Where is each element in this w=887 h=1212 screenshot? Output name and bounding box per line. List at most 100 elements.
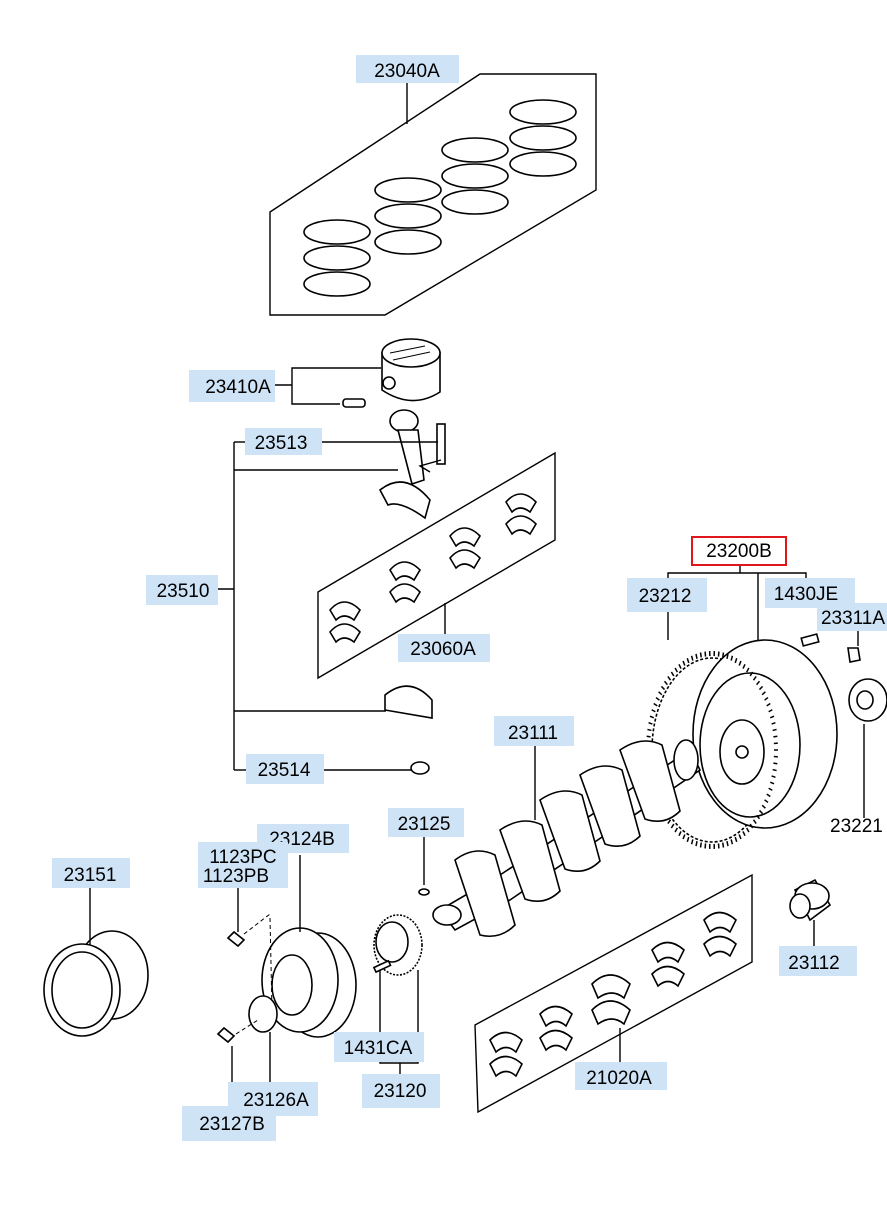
gear-tooth <box>667 819 672 825</box>
label-rod-bolt[interactable]: 23513 <box>245 428 322 455</box>
gear-tooth <box>752 675 757 681</box>
svg-text:1123PB: 1123PB <box>203 866 269 887</box>
gear-tooth <box>678 663 682 669</box>
bush <box>789 878 832 948</box>
gear-tooth <box>772 768 777 772</box>
label-flywheel-bolt[interactable]: 23311A <box>817 603 887 631</box>
svg-text:23200B: 23200B <box>706 541 772 562</box>
main-bearing-set <box>474 873 753 1114</box>
svg-text:23513: 23513 <box>255 433 308 454</box>
gear-tooth <box>771 775 776 778</box>
gear-tooth <box>686 657 690 664</box>
gear-tooth <box>764 799 769 804</box>
gear-tooth <box>667 675 672 681</box>
svg-text:23112: 23112 <box>788 953 839 974</box>
gear-tooth <box>695 841 698 847</box>
label-rod-nut[interactable]: 23514 <box>246 754 324 784</box>
svg-text:23120: 23120 <box>374 1081 427 1102</box>
svg-text:23111: 23111 <box>508 723 558 744</box>
crank-pulley <box>216 855 357 1112</box>
svg-text:23311A: 23311A <box>821 608 885 629</box>
gear-tooth <box>764 696 769 701</box>
gear-tooth <box>670 671 675 677</box>
svg-text:23514: 23514 <box>258 760 311 781</box>
label-sprocket-pin[interactable]: 1431CA <box>334 1032 424 1062</box>
label-oil-seal[interactable]: 23151 <box>52 858 130 888</box>
gear-tooth <box>699 842 702 848</box>
gear-tooth <box>746 667 750 673</box>
gear-tooth <box>734 836 738 843</box>
label-crankshaft[interactable]: 23111 <box>494 716 574 746</box>
gear-tooth <box>752 819 757 825</box>
svg-text:23060A: 23060A <box>410 639 476 660</box>
label-piston[interactable]: 23410A <box>189 370 275 402</box>
gear-tooth <box>690 839 694 845</box>
gear-tooth <box>722 842 725 848</box>
gear-tooth <box>660 685 666 691</box>
label-pulley-center-bolt[interactable]: 23127B <box>182 1106 276 1141</box>
gear-tooth <box>738 660 742 666</box>
piston-ring-set <box>269 73 597 316</box>
gear-tooth <box>649 715 655 719</box>
svg-text:23410A: 23410A <box>205 377 271 398</box>
label-key[interactable]: 23125 <box>388 808 464 837</box>
gear-tooth <box>674 827 678 833</box>
svg-text:23151: 23151 <box>64 865 117 886</box>
label-flywheel-assy[interactable]: 23200B <box>691 536 787 566</box>
highlight-box <box>691 536 787 566</box>
label-main-bearing-set[interactable]: 21020A <box>575 1062 667 1090</box>
gear-tooth <box>653 702 658 707</box>
label-ring-gear[interactable]: 23212 <box>627 578 707 612</box>
connecting-rod <box>216 409 446 775</box>
crankshaft <box>432 739 702 938</box>
label-pulley-bolts[interactable]: 1123PC 1123PB <box>198 842 288 888</box>
label-rings-set[interactable]: 23040A <box>356 55 459 83</box>
gear-tooth <box>726 653 729 659</box>
svg-text:23125: 23125 <box>398 814 451 835</box>
gear-tooth <box>756 680 761 686</box>
gear-tooth <box>771 722 776 725</box>
gear-tooth <box>749 823 754 829</box>
svg-text:23126A: 23126A <box>243 1090 309 1111</box>
svg-text:1431CA: 1431CA <box>344 1038 413 1059</box>
gear-tooth <box>768 787 773 791</box>
gear-tooth <box>682 834 686 840</box>
gear-tooth <box>682 660 686 666</box>
gear-tooth <box>742 831 746 837</box>
gear-tooth <box>670 823 675 829</box>
gear-tooth <box>651 709 656 713</box>
gear-tooth <box>746 827 750 833</box>
label-conrod-assy[interactable]: 23510 <box>146 575 218 605</box>
svg-text:23221: 23221 <box>830 816 883 837</box>
gear-tooth <box>742 663 746 669</box>
gear-tooth <box>722 652 725 658</box>
crank-sprocket <box>372 914 423 1082</box>
svg-text:1430JE: 1430JE <box>774 584 838 605</box>
gear-tooth <box>738 834 742 840</box>
gear-tooth <box>773 762 778 765</box>
rod-bearing-set <box>317 451 556 680</box>
gear-tooth <box>646 735 651 738</box>
label-sprocket[interactable]: 23120 <box>362 1074 440 1108</box>
gear-tooth <box>768 709 773 713</box>
svg-text:23212: 23212 <box>639 586 692 607</box>
piston <box>275 338 441 408</box>
oil-seal <box>43 888 149 1037</box>
gear-tooth <box>761 804 766 809</box>
svg-text:23040A: 23040A <box>374 61 440 82</box>
gear-tooth <box>647 728 652 732</box>
gear-tooth <box>699 652 702 658</box>
svg-text:23510: 23510 <box>157 581 210 602</box>
gear-tooth <box>674 667 678 673</box>
label-rod-bearing-set[interactable]: 23060A <box>398 634 490 662</box>
gear-tooth <box>726 841 729 847</box>
gear-tooth <box>769 781 775 785</box>
label-pilot-bearing[interactable]: 23221 <box>830 816 883 837</box>
key <box>418 837 430 896</box>
label-bush[interactable]: 23112 <box>779 946 857 976</box>
gear-tooth <box>663 680 668 686</box>
gear-tooth <box>749 671 754 677</box>
gear-tooth <box>655 696 660 701</box>
gear-tooth <box>769 715 775 719</box>
